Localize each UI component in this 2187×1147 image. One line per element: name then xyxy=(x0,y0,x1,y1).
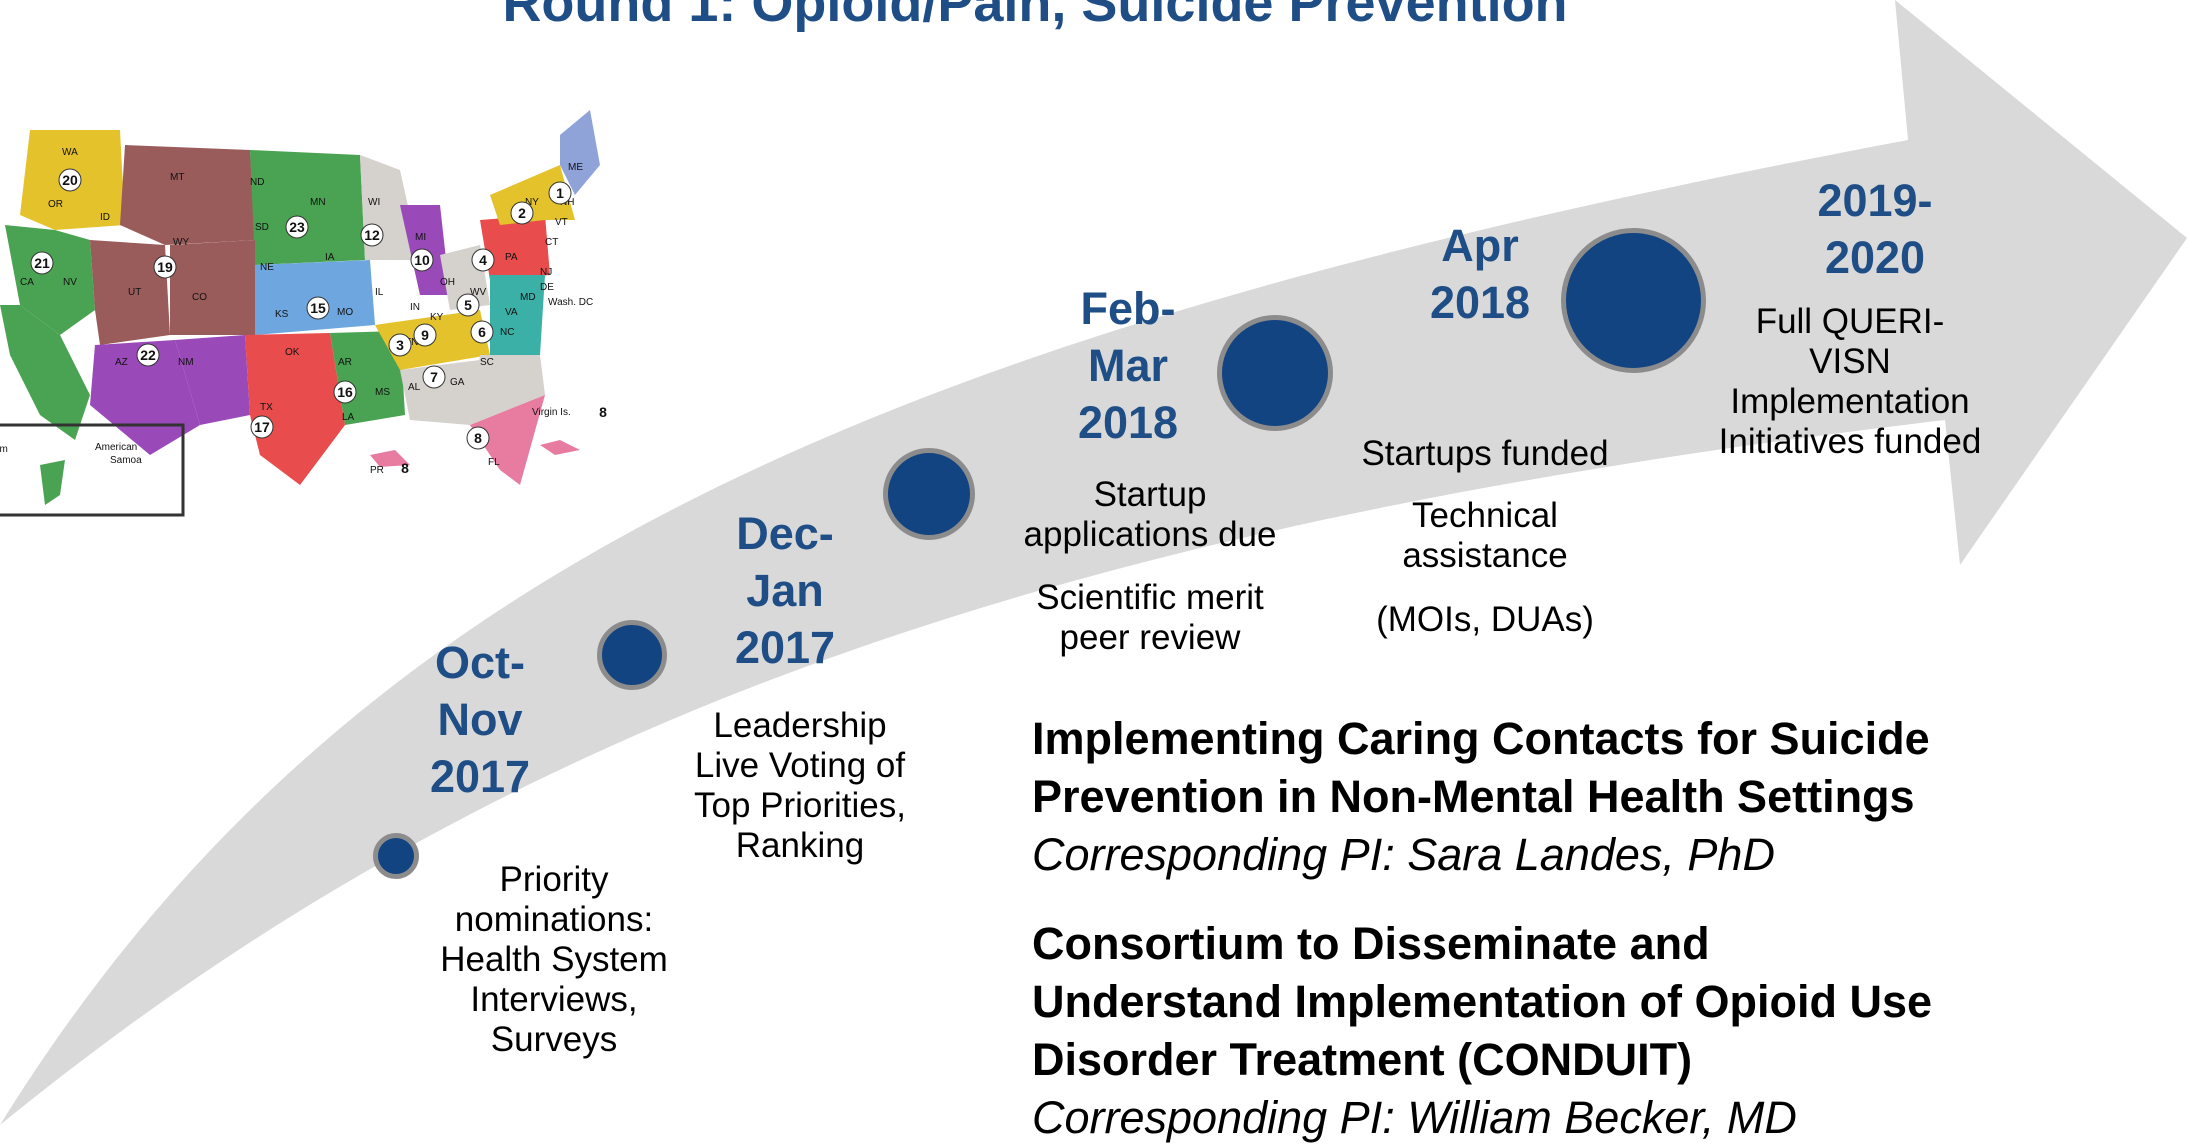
svg-text:1: 1 xyxy=(556,185,564,201)
milestone-1-desc: Priority nominations: Health System Inte… xyxy=(440,860,668,1059)
svg-text:IA: IA xyxy=(325,252,335,263)
svg-text:NY: NY xyxy=(525,197,539,208)
svg-text:20: 20 xyxy=(62,172,78,188)
svg-text:AR: AR xyxy=(338,357,352,368)
svg-text:WV: WV xyxy=(470,287,486,298)
svg-text:MD: MD xyxy=(520,292,536,303)
svg-text:WI: WI xyxy=(368,197,380,208)
svg-text:SC: SC xyxy=(480,357,494,368)
svg-text:Virgin Is.: Virgin Is. xyxy=(532,407,571,418)
svg-text:AL: AL xyxy=(408,382,421,393)
svg-text:MS: MS xyxy=(375,387,390,398)
svg-text:LA: LA xyxy=(342,412,355,423)
milestone-dot-2 xyxy=(597,620,667,690)
page-title: Round 1: Opioid/Pain, Suicide Prevention xyxy=(502,0,1568,33)
milestone-3-date: Feb- Mar 2018 xyxy=(1077,283,1179,448)
svg-text:Wash. DC: Wash. DC xyxy=(548,297,593,308)
milestone-2-desc: Leadership Live Voting of Top Priorities… xyxy=(693,706,907,865)
svg-text:Samoa: Samoa xyxy=(110,455,142,466)
svg-text:FL: FL xyxy=(488,457,500,468)
svg-text:TN: TN xyxy=(405,337,418,348)
svg-text:15: 15 xyxy=(310,300,326,316)
svg-text:NJ: NJ xyxy=(540,267,552,278)
project-2: Consortium to Disseminate and Understand… xyxy=(1032,915,2152,1147)
svg-text:IN: IN xyxy=(410,302,420,313)
milestone-5-desc: Full QUERI- VISN Implementation Initiati… xyxy=(1718,302,1982,461)
svg-text:MN: MN xyxy=(310,197,326,208)
svg-text:IL: IL xyxy=(375,287,384,298)
milestone-dot-4 xyxy=(1217,315,1333,431)
svg-text:8: 8 xyxy=(599,404,607,420)
svg-text:3: 3 xyxy=(396,337,404,353)
milestone-4-desc-mois: (MOIs, DUAs) xyxy=(1376,600,1594,639)
svg-text:MI: MI xyxy=(415,232,426,243)
project-1-pi: Corresponding PI: Sara Landes, PhD xyxy=(1032,829,1775,880)
project-1: Implementing Caring Contacts for Suicide… xyxy=(1032,710,2152,884)
svg-text:OR: OR xyxy=(48,199,63,210)
svg-text:CA: CA xyxy=(20,277,34,288)
svg-text:American: American xyxy=(95,442,137,453)
svg-text:TX: TX xyxy=(260,402,273,413)
svg-text:NH: NH xyxy=(560,197,574,208)
svg-text:9: 9 xyxy=(421,327,429,343)
project-2-title: Consortium to Disseminate and Understand… xyxy=(1032,918,1933,1085)
svg-text:NE: NE xyxy=(260,262,274,273)
svg-text:PA: PA xyxy=(505,252,518,263)
svg-text:GA: GA xyxy=(450,377,465,388)
milestone-dot-3 xyxy=(883,448,975,540)
svg-text:NV: NV xyxy=(63,277,77,288)
svg-text:WA: WA xyxy=(62,147,78,158)
svg-text:ID: ID xyxy=(100,212,110,223)
svg-text:am: am xyxy=(0,444,8,455)
svg-text:10: 10 xyxy=(414,252,430,268)
svg-text:OK: OK xyxy=(285,347,300,358)
svg-text:23: 23 xyxy=(289,219,305,235)
svg-text:12: 12 xyxy=(364,227,380,243)
svg-text:SD: SD xyxy=(255,222,269,233)
svg-text:DE: DE xyxy=(540,282,554,293)
svg-text:19: 19 xyxy=(157,259,173,275)
milestone-3-desc: Startup applications due xyxy=(1023,475,1277,554)
svg-text:16: 16 xyxy=(337,384,353,400)
svg-text:21: 21 xyxy=(34,255,50,271)
svg-text:17: 17 xyxy=(254,419,270,435)
svg-text:2: 2 xyxy=(518,205,526,221)
svg-text:AZ: AZ xyxy=(115,357,128,368)
svg-text:KS: KS xyxy=(275,309,289,320)
milestone-dot-5 xyxy=(1561,228,1706,373)
milestone-4-desc: Startups funded xyxy=(1361,434,1609,473)
svg-text:PR: PR xyxy=(370,465,384,476)
milestone-2-date: Dec- Jan 2017 xyxy=(734,508,836,673)
project-1-title: Implementing Caring Contacts for Suicide… xyxy=(1032,713,1930,822)
svg-text:WY: WY xyxy=(173,237,189,248)
svg-text:CT: CT xyxy=(545,237,558,248)
svg-text:7: 7 xyxy=(430,369,438,385)
svg-text:ME: ME xyxy=(568,162,583,173)
svg-text:VA: VA xyxy=(505,307,518,318)
us-visn-map-icon: WA OR ID MT ND MN WI MI NY ME NH CA NV UT WY SD NE I… xyxy=(0,95,625,525)
svg-text:NM: NM xyxy=(178,357,194,368)
svg-text:NC: NC xyxy=(500,327,514,338)
project-2-pi: Corresponding PI: William Becker, MD xyxy=(1032,1092,1797,1143)
milestone-4-date: Apr 2018 xyxy=(1429,220,1531,328)
milestone-1-date: Oct- Nov 2017 xyxy=(429,637,531,802)
milestone-4-desc-assistance: Technical assistance xyxy=(1402,496,1568,575)
svg-text:CO: CO xyxy=(192,292,207,303)
svg-text:OH: OH xyxy=(440,277,455,288)
svg-text:UT: UT xyxy=(128,287,141,298)
svg-text:22: 22 xyxy=(140,347,156,363)
svg-text:MT: MT xyxy=(170,172,184,183)
milestone-5-date: 2019- 2020 xyxy=(1817,175,1933,283)
svg-text:ND: ND xyxy=(250,177,264,188)
svg-text:MO: MO xyxy=(337,307,353,318)
svg-text:6: 6 xyxy=(478,324,486,340)
milestone-dot-1 xyxy=(373,833,419,879)
svg-text:KY: KY xyxy=(430,312,444,323)
svg-text:5: 5 xyxy=(464,297,472,313)
svg-text:4: 4 xyxy=(479,252,487,268)
svg-text:8: 8 xyxy=(401,460,409,476)
milestone-3-desc-review: Scientific merit peer review xyxy=(1036,578,1264,657)
svg-text:VT: VT xyxy=(555,217,568,228)
svg-text:8: 8 xyxy=(474,430,482,446)
